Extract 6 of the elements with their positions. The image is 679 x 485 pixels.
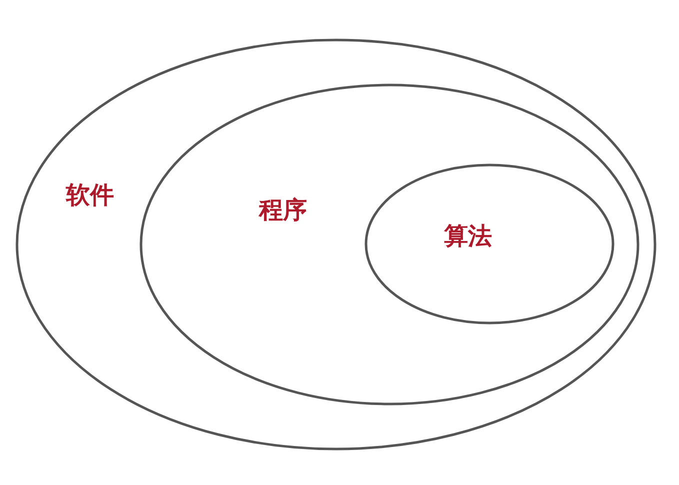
region-label: 算法 [444, 224, 492, 248]
region-label: 软件 [66, 183, 114, 207]
region-label: 程序 [259, 198, 307, 222]
ellipse-region [141, 85, 638, 404]
ellipse-region [366, 165, 613, 323]
ellipse-region [17, 40, 655, 449]
